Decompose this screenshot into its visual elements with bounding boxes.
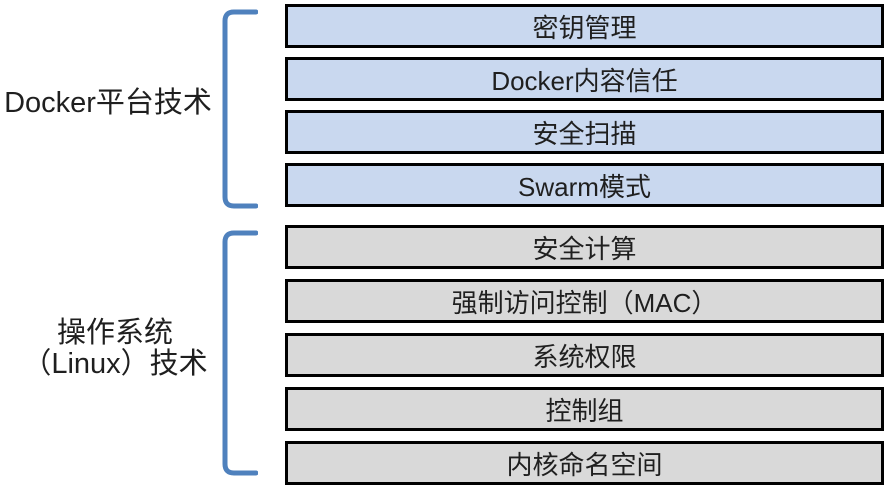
- box-seccomp: 安全计算: [285, 225, 884, 269]
- box-swarm-mode: Swarm模式: [285, 163, 884, 207]
- box-kernel-namespaces: 内核命名空间: [285, 441, 884, 485]
- box-mac: 强制访问控制（MAC）: [285, 279, 884, 323]
- docker-group-label: Docker平台技术: [4, 87, 212, 119]
- os-group-bracket: [222, 230, 258, 476]
- os-group-label-line1: 操作系统: [56, 317, 173, 349]
- os-group-label: 操作系统 （Linux）技术: [0, 318, 230, 380]
- docker-group-boxes: 密钥管理 Docker内容信任 安全扫描 Swarm模式: [285, 4, 884, 207]
- os-group-label-line2: （Linux）技术: [22, 348, 208, 380]
- box-docker-content-trust: Docker内容信任: [285, 57, 884, 101]
- box-system-permissions: 系统权限: [285, 333, 884, 377]
- box-cgroups: 控制组: [285, 387, 884, 431]
- docker-group-bracket: [222, 9, 258, 209]
- box-security-scan: 安全扫描: [285, 110, 884, 154]
- box-key-management: 密钥管理: [285, 4, 884, 48]
- os-group-boxes: 安全计算 强制访问控制（MAC） 系统权限 控制组 内核命名空间: [285, 225, 884, 485]
